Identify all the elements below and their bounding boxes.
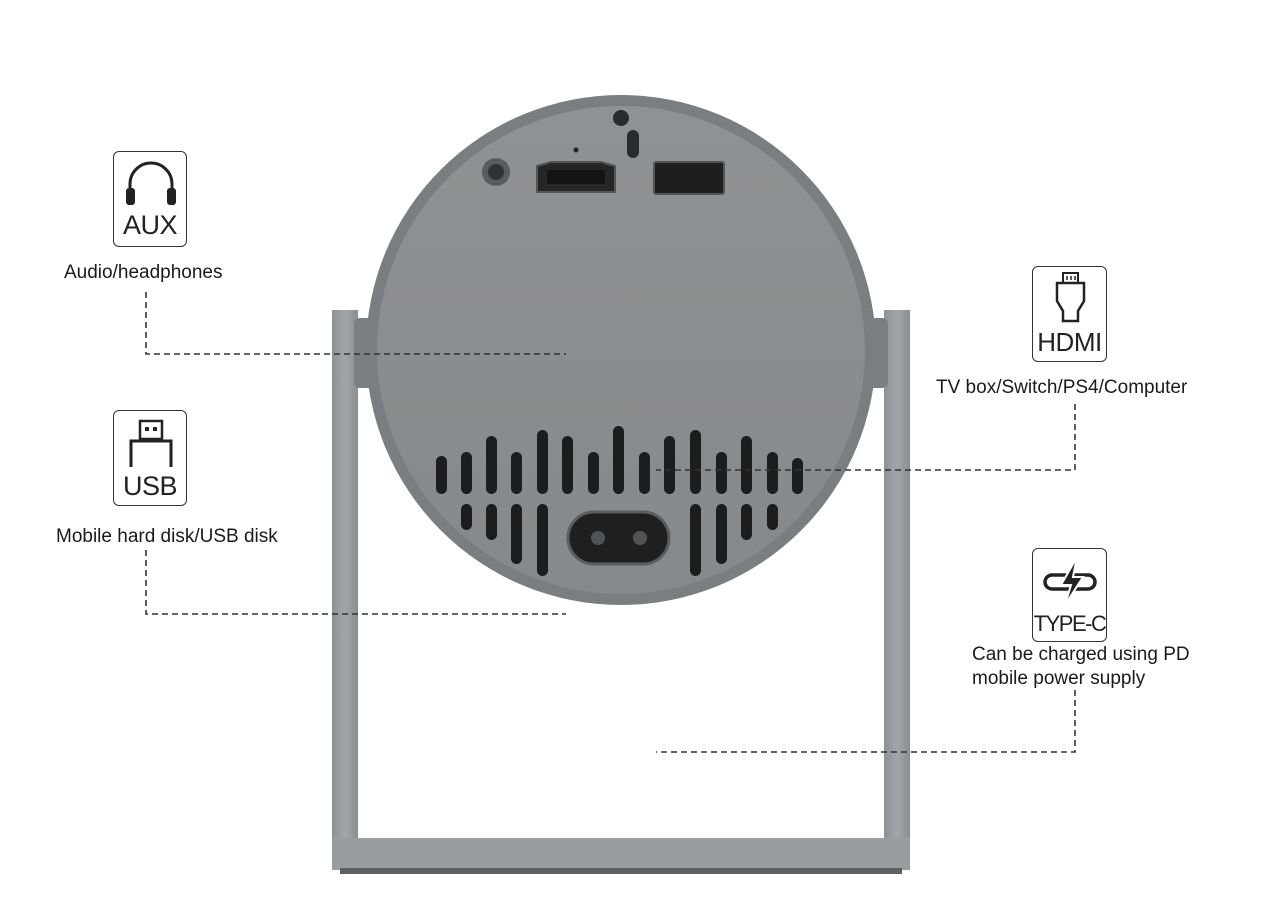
ir-sensor [613, 110, 629, 126]
headphones-icon [126, 161, 176, 205]
hdmi-icon [1055, 272, 1086, 323]
power-socket [566, 510, 671, 566]
stand-base [332, 838, 910, 870]
typec-icon-box: TYPE-C [1032, 548, 1107, 642]
hdmi-caption: TV box/Switch/PS4/Computer [936, 377, 1188, 398]
stand [332, 310, 910, 874]
usb-caption: Mobile hard disk/USB disk [56, 526, 278, 547]
usb-label: USB [122, 471, 178, 501]
aux-label: AUX [122, 210, 178, 240]
typec-label: TYPE-C [1033, 611, 1107, 636]
typec-caption-line1: Can be charged using PD [972, 644, 1190, 665]
hdmi-leader [656, 404, 1076, 471]
type-c-port [627, 130, 639, 158]
aux-leader [145, 292, 566, 355]
type-c-charge-icon [1043, 556, 1097, 606]
projector-body [366, 95, 876, 605]
typec-leader [656, 690, 1076, 753]
aux-caption: Audio/headphones [64, 262, 223, 283]
usb-port [653, 161, 725, 195]
aux-icon-box: AUX [113, 151, 187, 247]
leader-lines [145, 292, 1076, 753]
vent-grille [436, 426, 803, 576]
usb-leader [145, 550, 566, 615]
hdmi-label: HDMI [1037, 327, 1102, 357]
stand-right-arm [884, 310, 910, 870]
usb-icon-box: USB [113, 410, 187, 506]
usb-icon [129, 419, 173, 467]
typec-caption-line2: mobile power supply [972, 668, 1146, 689]
hdmi-icon-box: HDMI [1032, 266, 1107, 362]
stand-left-arm [332, 310, 358, 870]
